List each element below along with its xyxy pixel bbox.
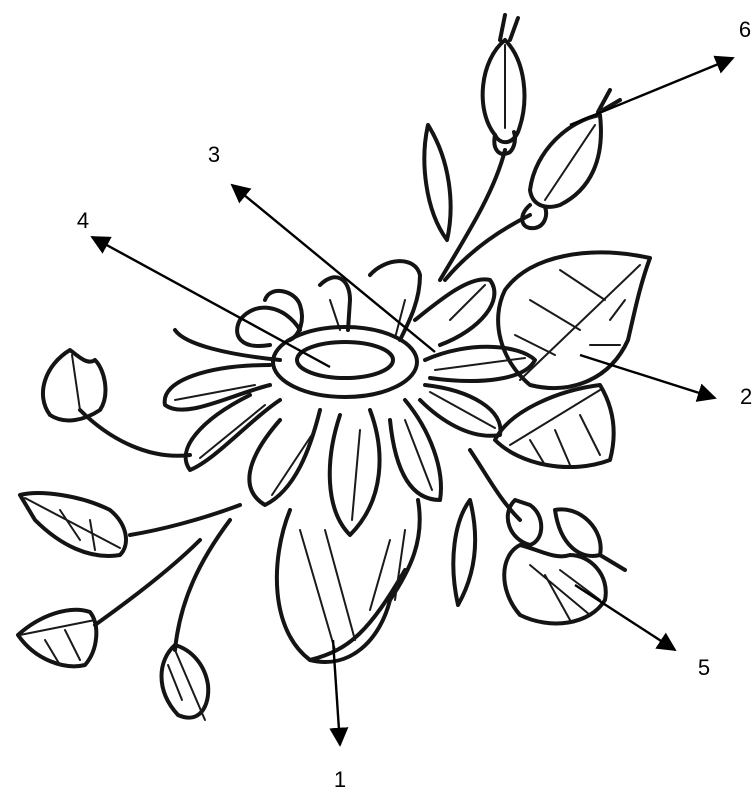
top-bud — [483, 15, 525, 154]
arrow-1 — [333, 640, 340, 745]
big-leaf-right — [498, 253, 650, 388]
leaf-left-bottom — [162, 645, 209, 720]
label-5: 5 — [698, 655, 710, 680]
label-1: 1 — [334, 767, 346, 792]
stems — [80, 150, 530, 650]
label-4: 4 — [77, 208, 89, 233]
arrow-5 — [575, 585, 675, 650]
arrow-6 — [570, 58, 733, 125]
label-3: 3 — [208, 142, 220, 167]
ribbon-petal — [277, 500, 420, 662]
leaf-left-mid — [20, 493, 126, 556]
small-leaf-bottom-mid — [453, 500, 475, 605]
arrows — [92, 58, 733, 745]
leaf-right-lower — [495, 385, 614, 467]
leaf-left-upper — [43, 350, 105, 420]
label-2: 2 — [740, 384, 752, 409]
small-leaf-top — [424, 125, 450, 240]
leaf-left-lower — [18, 610, 96, 666]
label-6: 6 — [739, 17, 751, 42]
flower-center — [273, 327, 417, 397]
number-labels: 1 2 3 4 5 6 — [77, 17, 752, 792]
